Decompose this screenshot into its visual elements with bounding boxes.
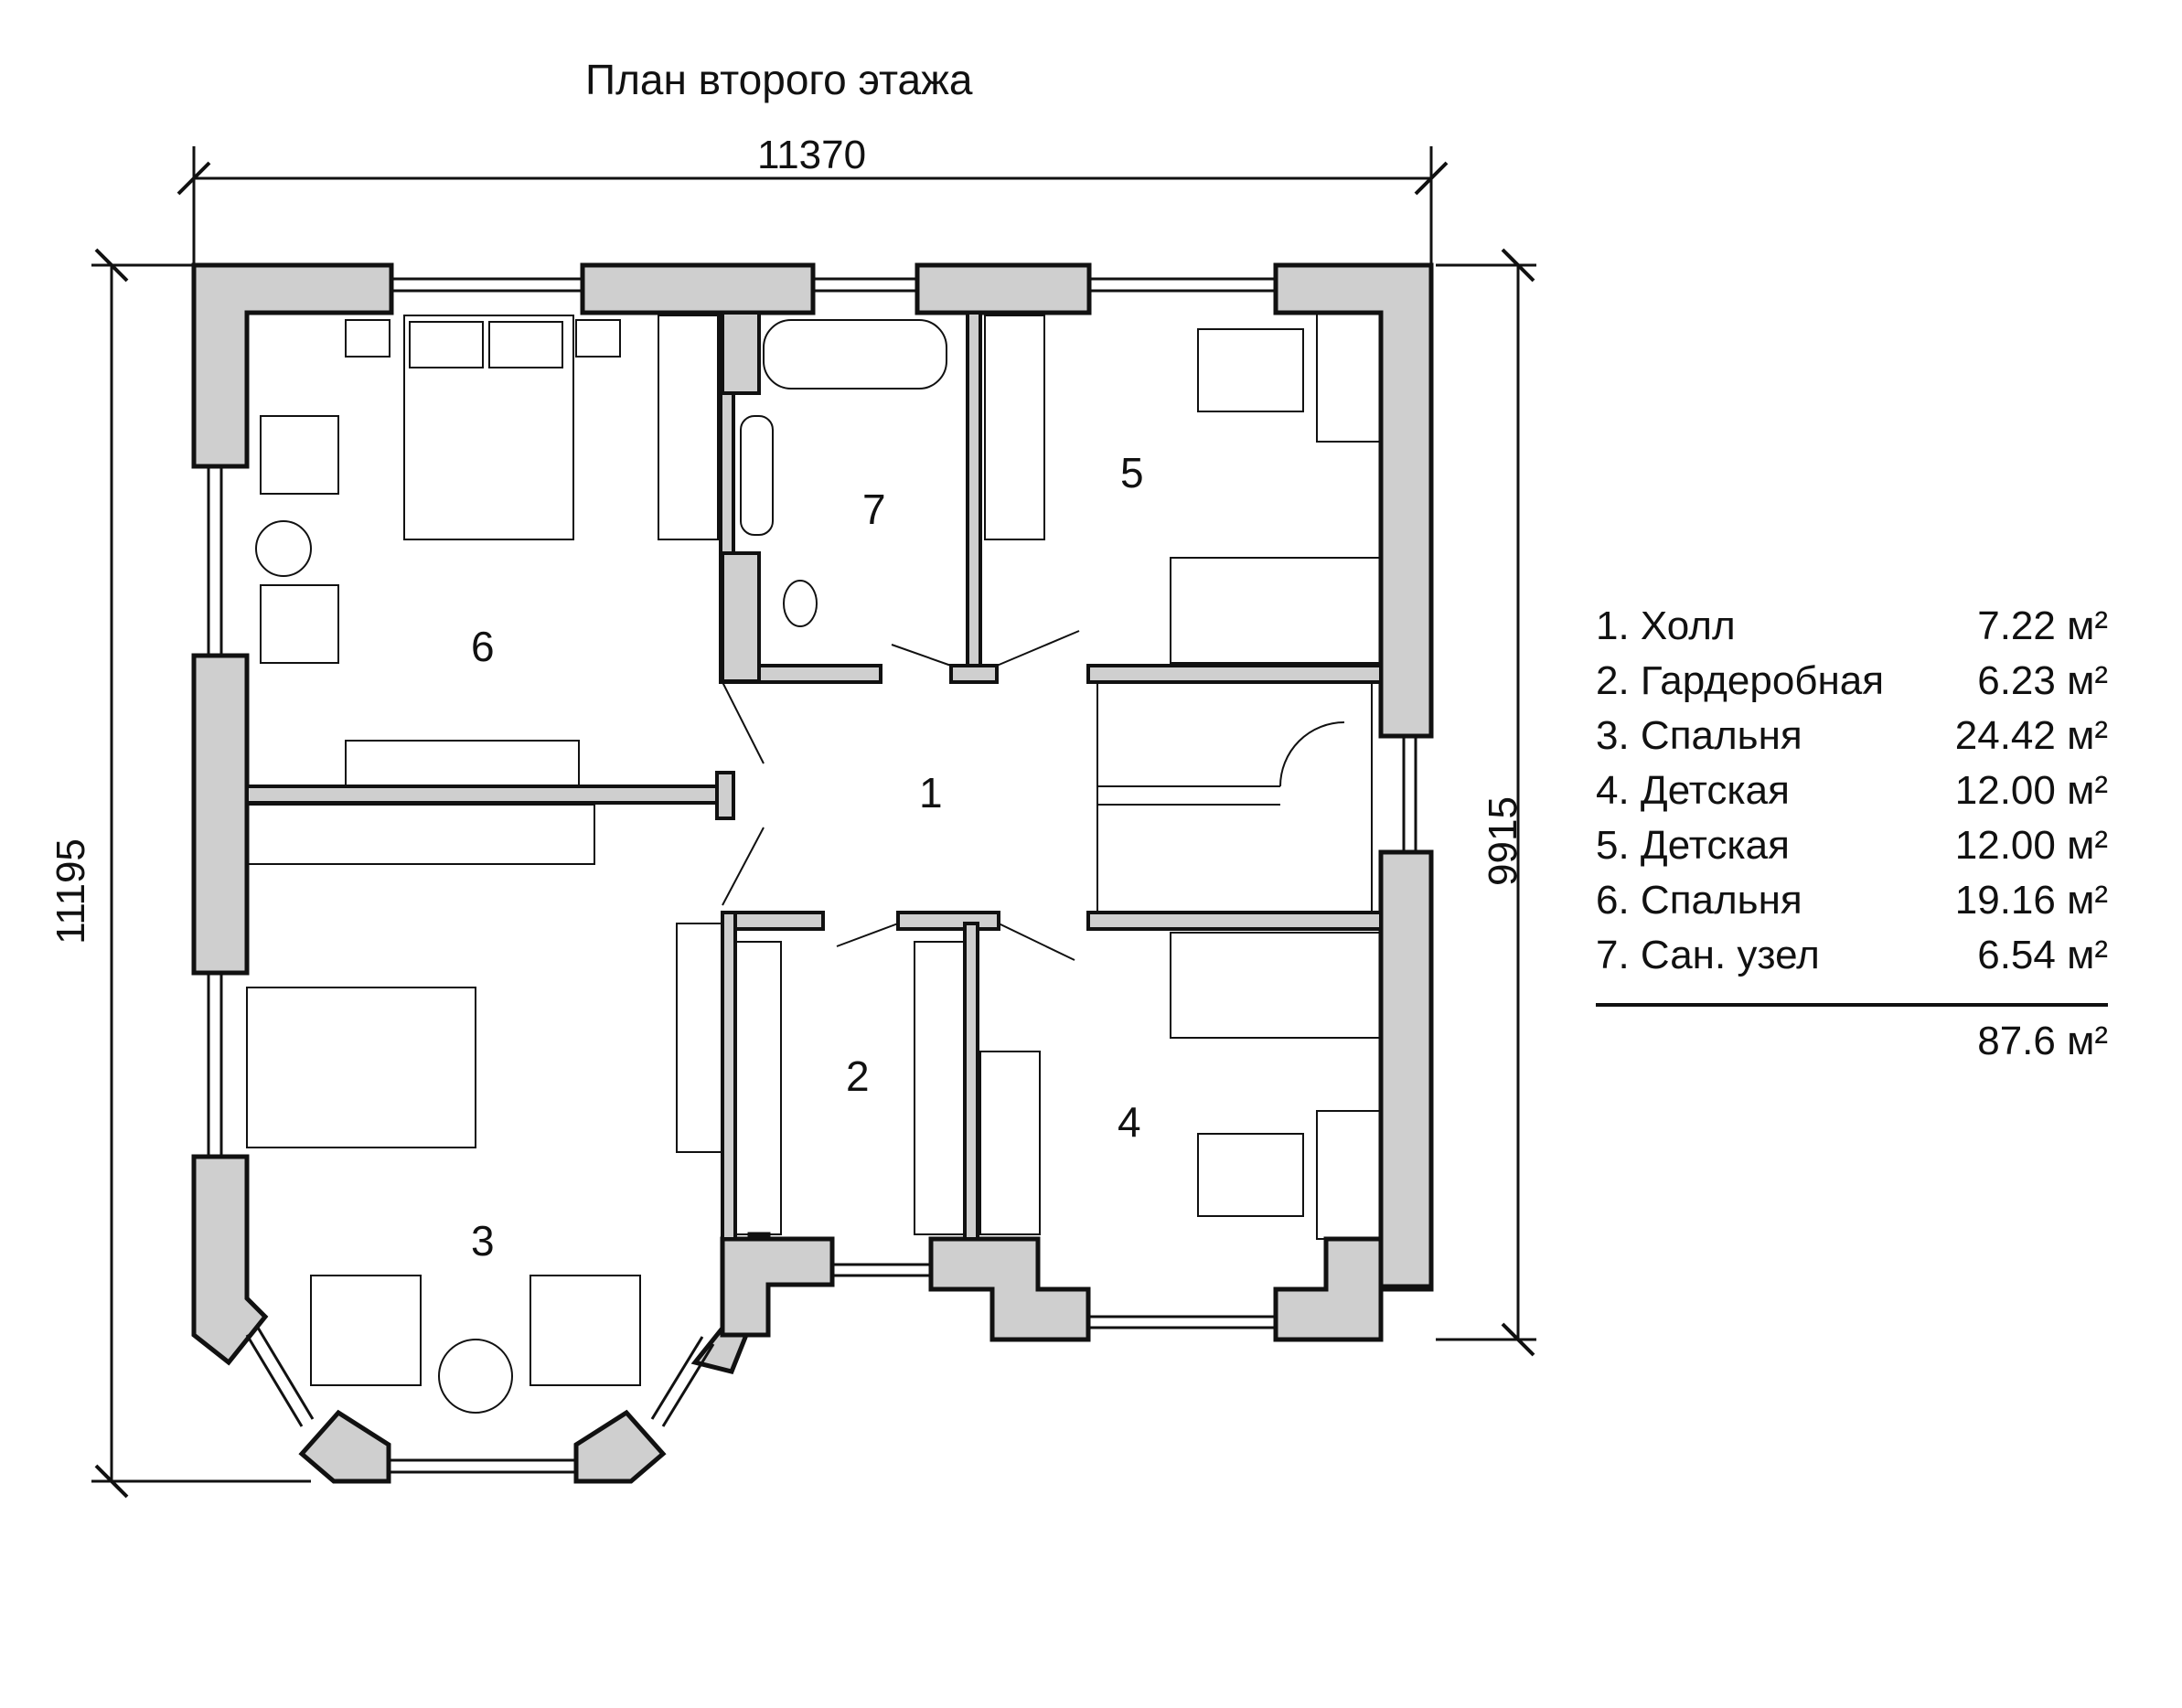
page-title: План второго этажа	[585, 56, 973, 103]
legend-room-name: 2. Гардеробная	[1596, 658, 1885, 703]
door-swings	[722, 630, 1080, 961]
legend-room-name: 4. Детская	[1596, 768, 1790, 813]
legend-row: 3. Спальня 24.42 м²	[1596, 709, 2108, 763]
legend-room-area: 12.00 м²	[1954, 823, 2108, 868]
dimension-line-top	[176, 146, 1449, 265]
legend-room-name: 5. Детская	[1596, 823, 1790, 868]
exterior-walls	[191, 262, 1434, 1484]
legend-row: 1. Холл 7.22 м²	[1596, 599, 2108, 654]
interior-walls	[245, 311, 1383, 1241]
legend-room-area: 6.54 м²	[1977, 933, 2108, 977]
room-label-2: 2	[846, 1052, 870, 1100]
windows	[207, 277, 1417, 1474]
dimension-line-right	[1436, 248, 1536, 1357]
legend-row: 5. Детская 12.00 м²	[1596, 818, 2108, 873]
room-label-6: 6	[471, 623, 495, 670]
room-label-5: 5	[1120, 449, 1144, 496]
legend-room-name: 3. Спальня	[1596, 713, 1802, 758]
legend-row: 2. Гардеробная 6.23 м²	[1596, 654, 2108, 709]
dimension-right: 9915	[1480, 796, 1525, 886]
legend-room-name: 6. Спальня	[1596, 878, 1802, 923]
legend-room-area: 6.23 м²	[1977, 658, 2108, 703]
furniture	[246, 313, 1382, 1414]
legend-room-area: 7.22 м²	[1977, 603, 2108, 648]
legend-divider	[1596, 1003, 2108, 1007]
room-label-7: 7	[862, 486, 886, 533]
legend-row: 6. Спальня 19.16 м²	[1596, 873, 2108, 928]
legend-room-area: 12.00 м²	[1954, 768, 2108, 813]
room-label-4: 4	[1118, 1098, 1141, 1146]
area-legend: 1. Холл 7.22 м² 2. Гардеробная 6.23 м² 3…	[1596, 599, 2108, 1069]
dimension-left: 11195	[48, 838, 93, 945]
legend-row: 4. Детская 12.00 м²	[1596, 763, 2108, 818]
legend-room-name: 1. Холл	[1596, 603, 1736, 648]
room-label-3: 3	[471, 1217, 495, 1265]
legend-total-area: 87.6 м²	[1977, 1019, 2108, 1063]
legend-room-area: 24.42 м²	[1954, 713, 2108, 758]
legend-row: 7. Сан. узел 6.54 м²	[1596, 928, 2108, 983]
legend-room-area: 19.16 м²	[1954, 878, 2108, 923]
legend-room-name: 7. Сан. узел	[1596, 933, 1820, 977]
room-label-1: 1	[919, 769, 943, 817]
dimension-line-left	[91, 248, 311, 1499]
dimension-top: 11370	[757, 133, 867, 177]
